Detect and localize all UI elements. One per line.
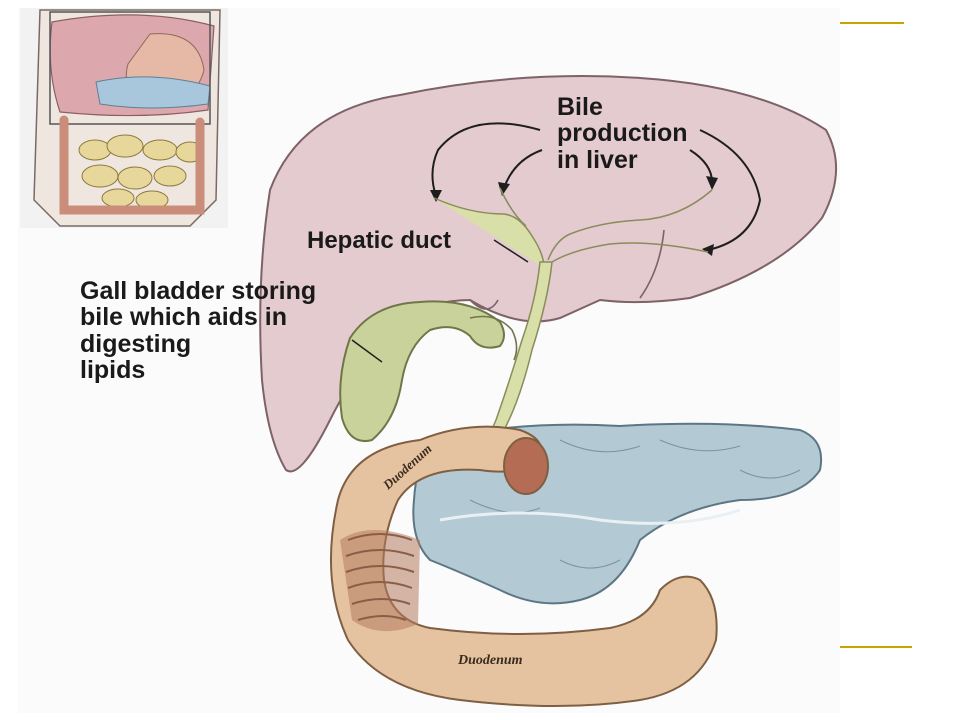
gall-bladder-label: Gall bladder storing bile which aids in …	[80, 278, 316, 383]
arrow-heads	[430, 176, 718, 256]
bile-production-line-3: in liver	[557, 145, 638, 174]
duodenum-opening	[503, 437, 549, 495]
hepatic-duct-label: Hepatic duct	[307, 228, 451, 253]
hepatic-duct	[433, 187, 713, 269]
duodenum	[329, 425, 718, 707]
pancreatic-duct	[439, 508, 741, 525]
abdomen-thumbnail	[20, 8, 228, 228]
duodenum-lower-label: Duodenum	[457, 653, 523, 668]
gall-bladder-line-3: digesting	[80, 329, 192, 358]
cystic-duct	[469, 315, 518, 361]
duodenum-cut-wall	[340, 530, 420, 632]
liver-lobe-line-2	[469, 299, 499, 310]
gall-bladder-leader	[351, 339, 383, 363]
gall-bladder-line-1: Gall bladder storing	[80, 277, 317, 305]
thumbnail-pancreas	[95, 76, 211, 109]
hepatic-duct-leader	[493, 239, 529, 263]
gall-bladder	[339, 300, 505, 442]
gall-bladder-line-2: bile which aids in	[80, 303, 287, 332]
thumbnail-colon	[59, 115, 205, 215]
liver-lobe-line	[639, 229, 665, 299]
pancreas-texture	[469, 439, 801, 569]
bile-production-line-2: production	[557, 119, 688, 148]
gall-bladder-line-4: lipids	[80, 355, 146, 384]
thumbnail-zoom-box	[49, 11, 211, 125]
bile-production-line-1: Bile	[557, 93, 603, 121]
bile-production-label: Bile production in liver	[557, 94, 688, 173]
hepatic-duct-text: Hepatic duct	[307, 227, 452, 254]
